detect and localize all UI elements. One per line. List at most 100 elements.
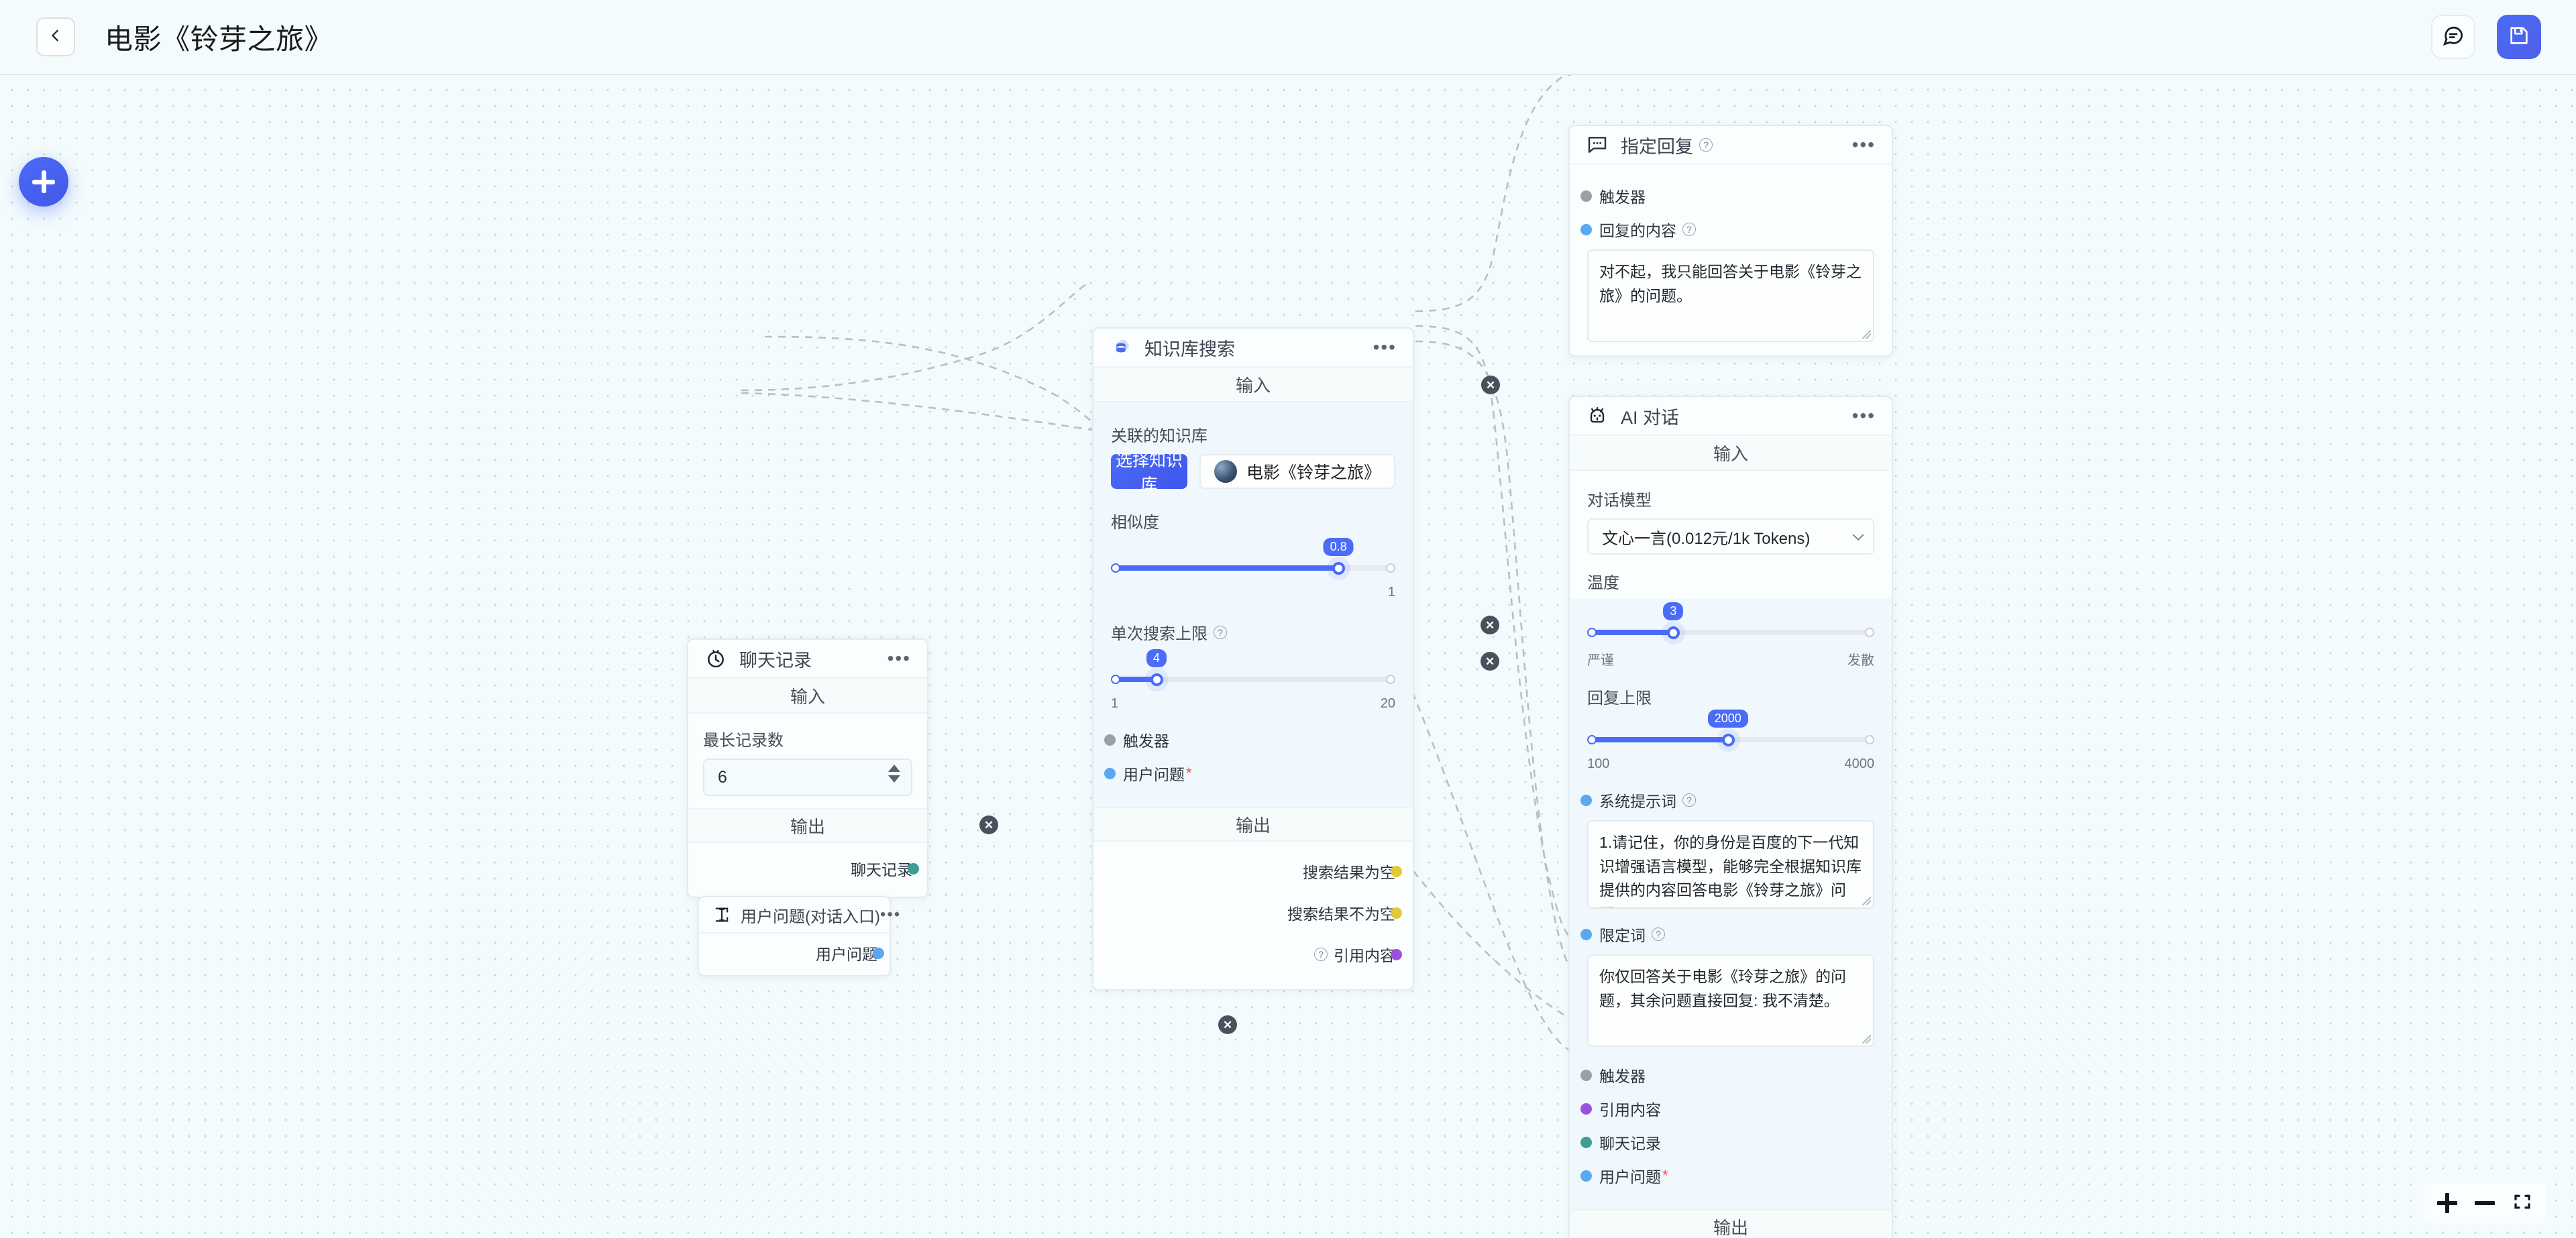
slider-endcap-min — [1587, 735, 1597, 744]
port-user-question[interactable]: 用户问题* — [1580, 1162, 1874, 1189]
node-menu-button[interactable]: ••• — [1851, 134, 1876, 155]
node-header[interactable]: AI 对话 ••• — [1570, 397, 1892, 436]
stepper-down-icon[interactable] — [888, 775, 900, 783]
port-dot-chat-history[interactable] — [1580, 1136, 1592, 1148]
port-trigger[interactable]: 触发器 — [1580, 182, 1874, 209]
node-title: 指定回复 — [1621, 136, 1693, 157]
port-user-question[interactable]: 用户问题* — [1104, 760, 1395, 787]
node-header[interactable]: 知识库搜索 ••• — [1093, 329, 1413, 368]
port-chat-history[interactable]: 聊天记录 — [1580, 1129, 1874, 1156]
slider-endcap-min — [1111, 675, 1120, 684]
port-dot-trigger[interactable] — [1580, 1069, 1592, 1081]
port-reply-content[interactable]: 回复的内容 ? — [1580, 216, 1874, 243]
node-specified-reply[interactable]: 指定回复 ? ••• 触发器 回复的内容 ? 对不起，我只能回答关于电影《铃芽之… — [1568, 125, 1893, 357]
slider-fill — [1591, 737, 1732, 742]
help-icon[interactable]: ? — [1682, 223, 1696, 236]
node-menu-button[interactable]: ••• — [879, 905, 902, 923]
max-tokens-slider[interactable]: 2000 — [1587, 710, 1874, 751]
port-dot-user-question[interactable] — [1580, 1170, 1592, 1182]
max-records-stepper[interactable]: 6 — [703, 758, 912, 796]
reply-content-textarea[interactable]: 对不起，我只能回答关于电影《铃芽之旅》的问题。 — [1587, 249, 1874, 342]
fit-screen-icon — [2512, 1192, 2532, 1215]
slider-knob[interactable] — [1667, 626, 1680, 639]
edge-question-to-ai — [741, 392, 1578, 1054]
back-button[interactable] — [36, 17, 75, 56]
port-dot-cited-content[interactable] — [1391, 948, 1402, 960]
port-dot-reply-content[interactable] — [1580, 223, 1592, 235]
edge-delete-button: ✕ — [1218, 1015, 1237, 1034]
port-dot-result-not-empty[interactable] — [1391, 907, 1402, 919]
node-header[interactable]: 指定回复 ? ••• — [1570, 126, 1892, 165]
port-cited-content[interactable]: ? 引用内容 — [1111, 941, 1402, 968]
slider-knob[interactable] — [1721, 734, 1735, 746]
model-select-value: 文心一言(0.012元/1k Tokens) — [1602, 529, 1811, 548]
port-dot-user-question-out[interactable] — [873, 947, 884, 959]
port-trigger[interactable]: 触发器 — [1104, 726, 1395, 753]
port-dot-limit-word[interactable] — [1580, 928, 1592, 940]
help-icon[interactable]: ? — [1214, 625, 1227, 639]
stepper-arrows[interactable] — [888, 765, 900, 783]
node-header[interactable]: 用户问题(对话入口) ••• — [699, 897, 900, 934]
zoom-out-button[interactable] — [2466, 1186, 2504, 1221]
save-button[interactable] — [2497, 15, 2541, 59]
limit-word-textarea[interactable]: 你仅回答关于电影《玲芽之旅》的问题，其余问题直接回复: 我不清楚。 — [1587, 954, 1874, 1047]
slider-knob[interactable] — [1150, 673, 1163, 686]
slider-track — [1591, 630, 1870, 635]
select-knowledge-base-button[interactable]: 选择知识库 — [1111, 451, 1187, 494]
knowledge-base-chip[interactable]: 电影《铃芽之旅》 — [1199, 454, 1395, 489]
topk-slider[interactable]: 4 — [1111, 649, 1395, 691]
port-dot-chat-history-out[interactable] — [908, 862, 919, 875]
flow-canvas[interactable]: ✕ ✕ ✕ ✕ ✕ ✕ 指定回复 ? ••• — [0, 75, 2576, 1238]
port-trigger[interactable]: 触发器 — [1580, 1062, 1874, 1088]
system-prompt-textarea[interactable]: 1.请记住，你的身份是百度的下一代知识增强语言模型，能够完全根据知识库提供的内容… — [1587, 820, 1874, 909]
help-icon[interactable]: ? — [1682, 793, 1696, 807]
input-section-label: 输入 — [688, 679, 927, 714]
port-user-question-out[interactable]: 用户问题 — [711, 942, 884, 964]
help-icon[interactable]: ? — [1699, 138, 1713, 152]
port-system-prompt[interactable]: 系统提示词 ? — [1580, 787, 1874, 813]
help-icon[interactable]: ? — [1314, 948, 1328, 961]
output-section-label: 输出 — [1093, 807, 1413, 842]
model-select[interactable]: 文心一言(0.012元/1k Tokens) — [1587, 518, 1874, 555]
port-label: 限定词 — [1599, 927, 1646, 944]
port-cited-content[interactable]: 引用内容 — [1580, 1095, 1874, 1122]
port-label: 搜索结果不为空 — [1287, 905, 1395, 923]
node-user-question[interactable]: 用户问题(对话入口) ••• 用户问题 — [698, 896, 900, 976]
similarity-max-label: 1 — [1387, 585, 1395, 600]
similarity-slider[interactable]: 0.8 — [1111, 538, 1395, 579]
svg-text:✕: ✕ — [1486, 379, 1495, 392]
port-result-not-empty[interactable]: 搜索结果不为空 — [1111, 899, 1402, 926]
node-knowledge-search[interactable]: 知识库搜索 ••• 输入 关联的知识库 选择知识库 电影《铃芽之旅》 相似度 — [1092, 327, 1414, 991]
slider-knob[interactable] — [1332, 562, 1346, 575]
temperature-slider[interactable]: 3 — [1587, 602, 1874, 644]
zoom-in-button[interactable] — [2428, 1186, 2466, 1221]
edge-delete-button: ✕ — [1481, 652, 1499, 671]
node-ai-chat[interactable]: AI 对话 ••• 输入 对话模型 文心一言(0.012元/1k Tokens)… — [1568, 396, 1893, 1238]
node-chat-history[interactable]: 聊天记录 ••• 输入 最长记录数 6 输出 聊天记录 — [687, 638, 928, 898]
node-menu-button[interactable]: ••• — [1851, 405, 1876, 426]
port-result-empty[interactable]: 搜索结果为空 — [1111, 858, 1402, 885]
fit-screen-button[interactable] — [2504, 1186, 2541, 1221]
port-limit-word[interactable]: 限定词 ? — [1580, 921, 1874, 948]
required-asterisk: * — [1662, 1167, 1668, 1184]
port-dot-result-empty[interactable] — [1391, 865, 1402, 877]
node-menu-button[interactable]: ••• — [887, 648, 911, 669]
port-chat-history-out[interactable]: 聊天记录 — [703, 855, 919, 882]
port-label-text: 用户问题 — [1599, 1168, 1661, 1186]
port-dot-user-question[interactable] — [1104, 767, 1116, 779]
help-icon[interactable]: ? — [1652, 927, 1665, 941]
port-dot-system-prompt[interactable] — [1580, 794, 1592, 806]
clock-icon — [703, 646, 729, 671]
port-dot-trigger[interactable] — [1580, 190, 1592, 202]
add-node-button[interactable] — [19, 157, 68, 207]
node-menu-button[interactable]: ••• — [1373, 337, 1397, 357]
chevron-down-icon — [1852, 529, 1864, 541]
port-label-text: 用户问题 — [1123, 766, 1185, 783]
node-header[interactable]: 聊天记录 ••• — [688, 640, 927, 679]
comment-button[interactable] — [2431, 15, 2475, 59]
port-dot-cited-content[interactable] — [1580, 1103, 1592, 1115]
stepper-up-icon[interactable] — [888, 765, 900, 772]
port-label: 触发器 — [1599, 1068, 1646, 1085]
port-dot-trigger[interactable] — [1104, 734, 1116, 746]
